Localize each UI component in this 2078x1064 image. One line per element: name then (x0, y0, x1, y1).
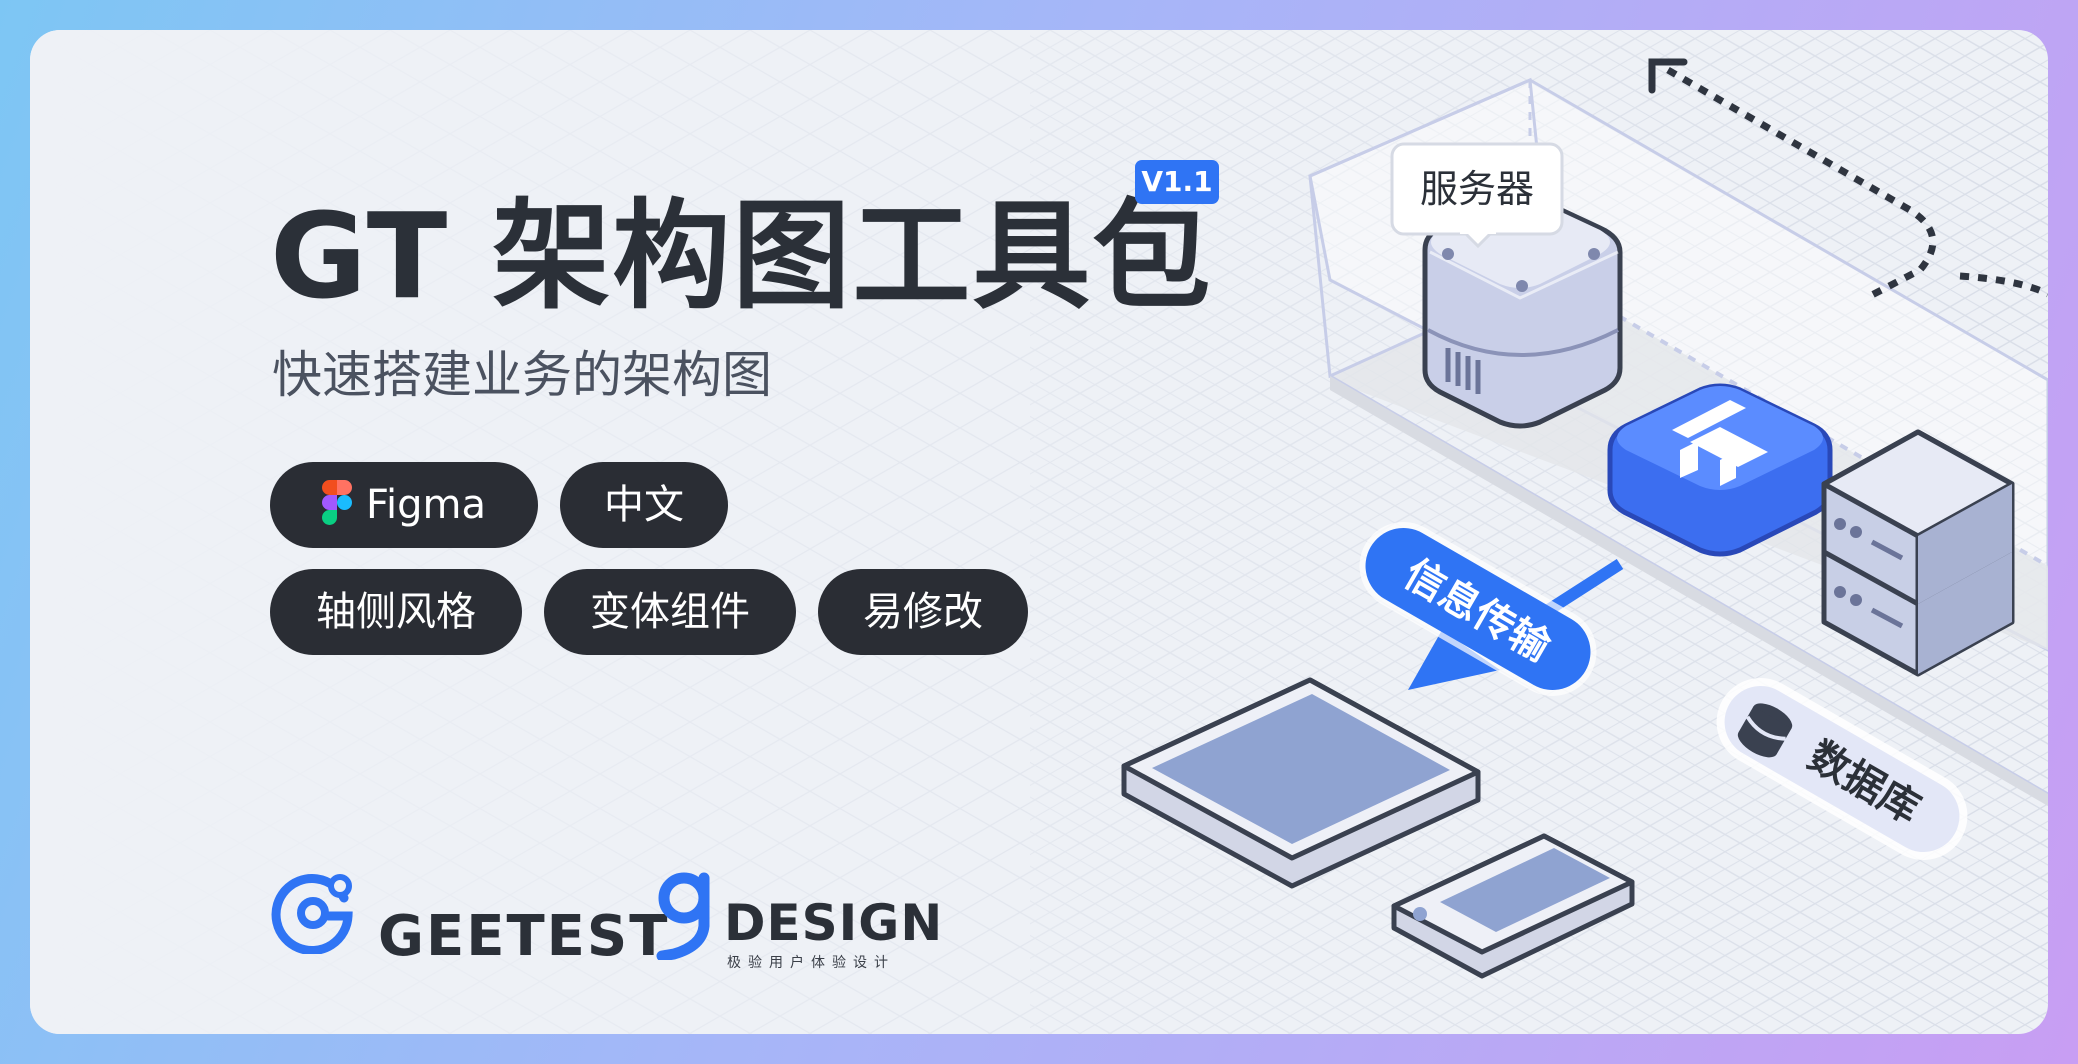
tag-figma[interactable]: Figma (270, 462, 538, 548)
server-label-tooltip: 服务器 (1390, 142, 1564, 249)
design-wordmark: DESIGN (724, 894, 944, 952)
database-node[interactable] (1821, 429, 2015, 677)
version-badge: V1.1 (1135, 160, 1219, 204)
figma-icon (321, 480, 352, 525)
gateway-logo-icon (1672, 400, 1768, 486)
page-title: GT 架构图工具包 (270, 187, 1213, 325)
phone-device[interactable] (1391, 833, 1635, 979)
message-pill: 信息传输 (1359, 522, 1597, 696)
server-node[interactable] (1422, 193, 1623, 429)
gdesign-logo-icon (656, 872, 710, 960)
database-pill: 数据库 (1716, 678, 1968, 860)
server-label: 服务器 (1420, 167, 1534, 211)
tag-label: 中文 (604, 482, 684, 528)
dotted-flow-arrow (1648, 58, 2048, 300)
tag-variant-components[interactable]: 变体组件 (544, 569, 796, 655)
gateway-node[interactable] (1607, 383, 1833, 557)
tablet-device[interactable] (1121, 677, 1481, 889)
page-subtitle: 快速搭建业务的架构图 (272, 346, 772, 404)
geetest-logo-icon (271, 874, 353, 954)
geetest-wordmark: GEETEST (378, 904, 670, 969)
tag-easy-edit[interactable]: 易修改 (818, 569, 1028, 655)
tag-label: Figma (365, 482, 487, 528)
banner-card: GT 架构图工具包 V1.1 快速搭建业务的架构图 Figma 中文 轴侧风格 … (30, 30, 2048, 1034)
tag-label: 轴侧风格 (316, 589, 476, 635)
tag-isometric-style[interactable]: 轴侧风格 (270, 569, 522, 655)
tag-label: 易修改 (863, 589, 983, 635)
tag-chinese[interactable]: 中文 (560, 462, 728, 548)
database-icon (1737, 703, 1793, 758)
tag-label: 变体组件 (590, 589, 750, 635)
design-subtitle: 极验用户体验设计 (727, 955, 895, 971)
architecture-diagram: 服务器 (1121, 58, 2048, 979)
